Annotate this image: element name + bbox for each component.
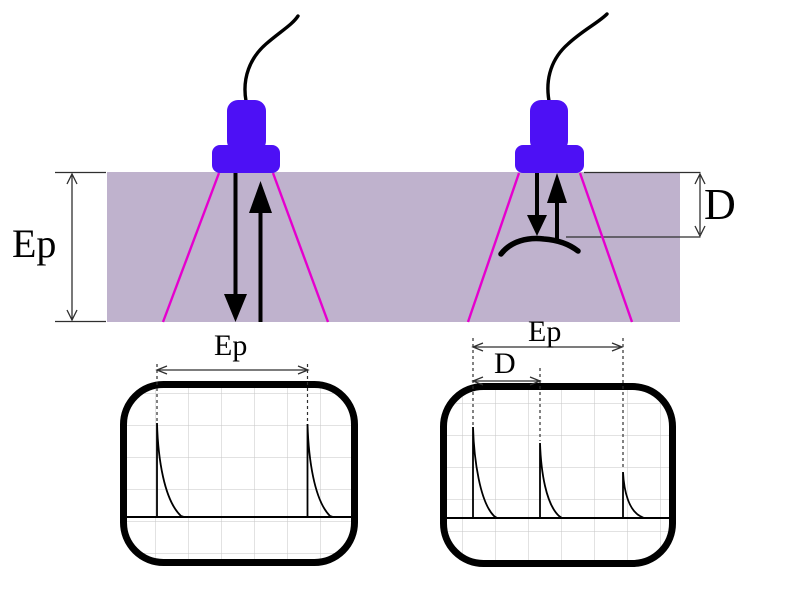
arrowhead-left-icon (471, 376, 484, 386)
beam-spread-right (466, 172, 634, 323)
beam-edge (271, 172, 330, 323)
arrowhead-up-icon (694, 172, 706, 185)
echo-arrows-left (224, 173, 272, 322)
interval-arrows (155, 342, 624, 386)
echo-pulse (539, 442, 563, 519)
interval-ep-right-scope (471, 342, 624, 352)
beam-edge (578, 172, 634, 323)
arrowhead-left-icon (155, 365, 168, 375)
probe-shoe (212, 145, 280, 173)
arrowhead-down-icon (694, 225, 706, 238)
interval-ep-left-scope (155, 365, 310, 375)
beam-spread-left (161, 172, 330, 323)
transmit-arrowhead-icon (527, 215, 547, 236)
arrowhead-left-icon (471, 342, 484, 352)
scope-trace (127, 422, 351, 518)
label-block-thickness: Ep (12, 221, 57, 266)
interval-d-right-scope (471, 376, 542, 386)
probe-cable (546, 12, 609, 103)
arrowhead-down-icon (66, 309, 78, 322)
echo-pulse (622, 471, 645, 519)
label-defect-depth: D (704, 180, 736, 229)
test-block (107, 172, 680, 322)
scope-trace (447, 426, 669, 519)
echo-arrowhead-icon (547, 173, 567, 203)
arrowhead-right-icon (611, 342, 624, 352)
defect-crack (498, 235, 581, 257)
label-scope-left-interval: Ep (214, 329, 248, 362)
arrowhead-up-icon (66, 172, 78, 185)
echo-pulse (472, 426, 498, 519)
echo-pulse (156, 422, 185, 518)
probe-body (530, 100, 568, 152)
echo-arrows-right (527, 173, 567, 243)
probe-right (515, 12, 609, 173)
dimension-ep-thickness (55, 171, 106, 323)
probe-body (227, 100, 266, 152)
label-scope-right-interval-ep: Ep (528, 315, 562, 348)
echo-arrowhead-icon (249, 181, 272, 213)
scope-bezel (120, 381, 358, 566)
scope-right (440, 383, 676, 567)
dimension-d-depth (566, 171, 706, 238)
scope-left (120, 381, 358, 566)
beam-edge (466, 172, 521, 323)
arrowhead-right-icon (297, 365, 310, 375)
scope-grid (447, 390, 669, 560)
arrowhead-right-icon (529, 376, 542, 386)
beam-edge (161, 172, 221, 323)
probe-left (212, 14, 300, 173)
scope-bezel (440, 383, 676, 567)
scope-grid (127, 388, 351, 559)
probe-cable (243, 14, 300, 103)
transmit-arrowhead-icon (224, 294, 247, 322)
label-scope-right-interval-d: D (494, 347, 516, 380)
echo-pulse (306, 423, 334, 518)
probe-shoe (515, 145, 584, 173)
